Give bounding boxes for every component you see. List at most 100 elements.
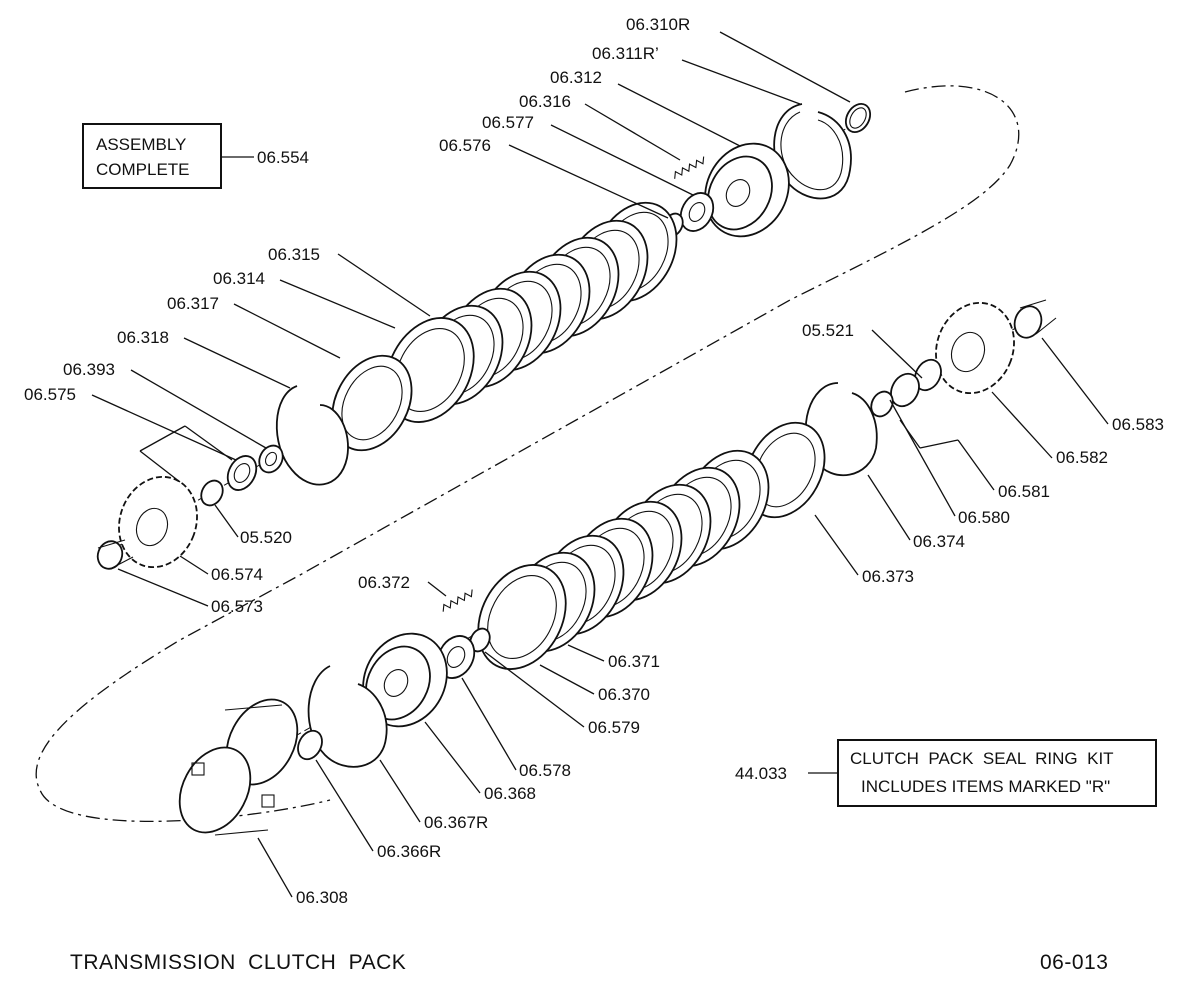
label-06367R: 06.367R [424, 813, 488, 832]
part-06577-washer [679, 192, 715, 232]
part-06312-piston-face [707, 155, 773, 231]
diagram-title: TRANSMISSION CLUTCH PACK [70, 951, 407, 974]
part-06573-bushing-side2 [109, 556, 134, 570]
label-06317: 06.317 [167, 294, 219, 313]
label-06577: 06.577 [482, 113, 534, 132]
part-05521-washer [870, 390, 894, 418]
part-06316-spring [674, 156, 705, 179]
label-06580: 06.580 [958, 508, 1010, 527]
label-06314: 06.314 [213, 269, 265, 288]
part-06573-bushing [96, 540, 124, 570]
part-06575-bearing [226, 455, 258, 491]
leader-06577 [550, 124, 694, 196]
leader-06582 [991, 391, 1053, 459]
kit-box-line2: INCLUDES ITEMS MARKED "R" [861, 777, 1110, 796]
part-06580-bearing [890, 372, 920, 408]
label-06318: 06.318 [117, 328, 169, 347]
leader-06373 [814, 514, 859, 576]
label-06308: 06.308 [296, 888, 348, 907]
leader-06366R [315, 759, 374, 852]
label-06573: 06.573 [211, 597, 263, 616]
leader-06370 [539, 664, 595, 695]
part-06578-washer-inner [446, 646, 466, 668]
label-06316: 06.316 [519, 92, 571, 111]
label-06576: 06.576 [439, 136, 491, 155]
part-06573-bushing-side [97, 539, 126, 549]
kit-box-line1: CLUTCH PACK SEAL RING KIT [850, 749, 1114, 768]
part-06368-piston-hub [383, 669, 409, 697]
label-06393: 06.393 [63, 360, 115, 379]
leader-06578 [461, 677, 517, 771]
seal-ring-kit-box [837, 739, 1157, 807]
bracket-06581-a [919, 439, 959, 449]
part-06393-washer-inner [264, 451, 278, 467]
leader-06574 [179, 555, 209, 575]
leader-06367R [379, 759, 421, 823]
label-05521: 05.521 [802, 321, 854, 340]
part-06574-gear-hub [135, 507, 169, 547]
leader-06371 [567, 644, 605, 662]
label-06315: 06.315 [268, 245, 320, 264]
assembly-outline [35, 85, 1020, 823]
part-06574-gear [118, 475, 198, 569]
leader-06579 [484, 651, 585, 728]
part-06582-gear-hub [950, 331, 986, 373]
part-06577-washer-inner [688, 202, 706, 222]
part-06311R-ring-inner [780, 111, 844, 191]
part-06366R-ring [297, 729, 323, 761]
label-06583: 06.583 [1112, 415, 1164, 434]
part-06318-snap-ring [275, 385, 349, 486]
part-06311R-ring [773, 103, 852, 200]
leader-06576 [508, 144, 669, 219]
bracket-06575-b [184, 425, 233, 461]
leader-06581 [957, 439, 995, 491]
label-06312: 06.312 [550, 68, 602, 87]
part-06575-bearing-inner [233, 463, 251, 483]
leader-06583 [1041, 337, 1109, 425]
part-06581-bearing [914, 358, 942, 392]
leader-06575 [91, 394, 237, 461]
leader-05520 [214, 504, 239, 538]
label-06366R: 06.366R [377, 842, 441, 861]
leader-06573 [117, 568, 209, 607]
part-06583-bushing-side [1019, 299, 1047, 309]
upper-clutch-stack [385, 201, 678, 423]
leader-06368 [424, 721, 481, 794]
part-06312-piston-hub [725, 179, 751, 207]
leader-06314 [279, 279, 396, 329]
label-06373: 06.373 [862, 567, 914, 586]
label-05520: 05.520 [240, 528, 292, 547]
leader-06310R [719, 31, 851, 103]
leader-06580 [889, 399, 956, 517]
leader-05521 [871, 329, 923, 379]
part-06310R-ring [844, 102, 872, 134]
label-06374: 06.374 [913, 532, 965, 551]
part-05520-spacer [200, 479, 224, 507]
label-06311R: 06.311R’ [592, 44, 659, 63]
part-06393-washer [258, 444, 284, 474]
diagram-code: 06-013 [1040, 951, 1109, 974]
label-06371: 06.371 [608, 652, 660, 671]
part-06367R-ring [307, 665, 388, 768]
label-06575: 06.575 [24, 385, 76, 404]
part-06317-plate-inner [341, 365, 403, 441]
part-06308-drum [178, 698, 299, 836]
part-06583-bushing [1013, 305, 1043, 339]
assembly-box-line1: ASSEMBLY [96, 135, 186, 154]
leader-06393 [130, 369, 267, 449]
leader-06315 [337, 253, 431, 317]
label-06368: 06.368 [484, 784, 536, 803]
bracket-06575-a [139, 425, 186, 452]
lower-clutch-stack [477, 449, 770, 670]
part-06372-spring [442, 589, 473, 612]
part-06582-gear [935, 301, 1015, 395]
label-06582: 06.582 [1056, 448, 1108, 467]
leader-06317 [233, 303, 341, 359]
assembly-box-ref: 06.554 [257, 148, 309, 167]
label-06310R: 06.310R [626, 15, 690, 34]
part-06583-bushing-side2 [1035, 317, 1057, 335]
assembly-box-line2: COMPLETE [96, 160, 190, 179]
leader-06318 [183, 337, 291, 389]
leader-06372 [427, 581, 447, 597]
label-06581: 06.581 [998, 482, 1050, 501]
